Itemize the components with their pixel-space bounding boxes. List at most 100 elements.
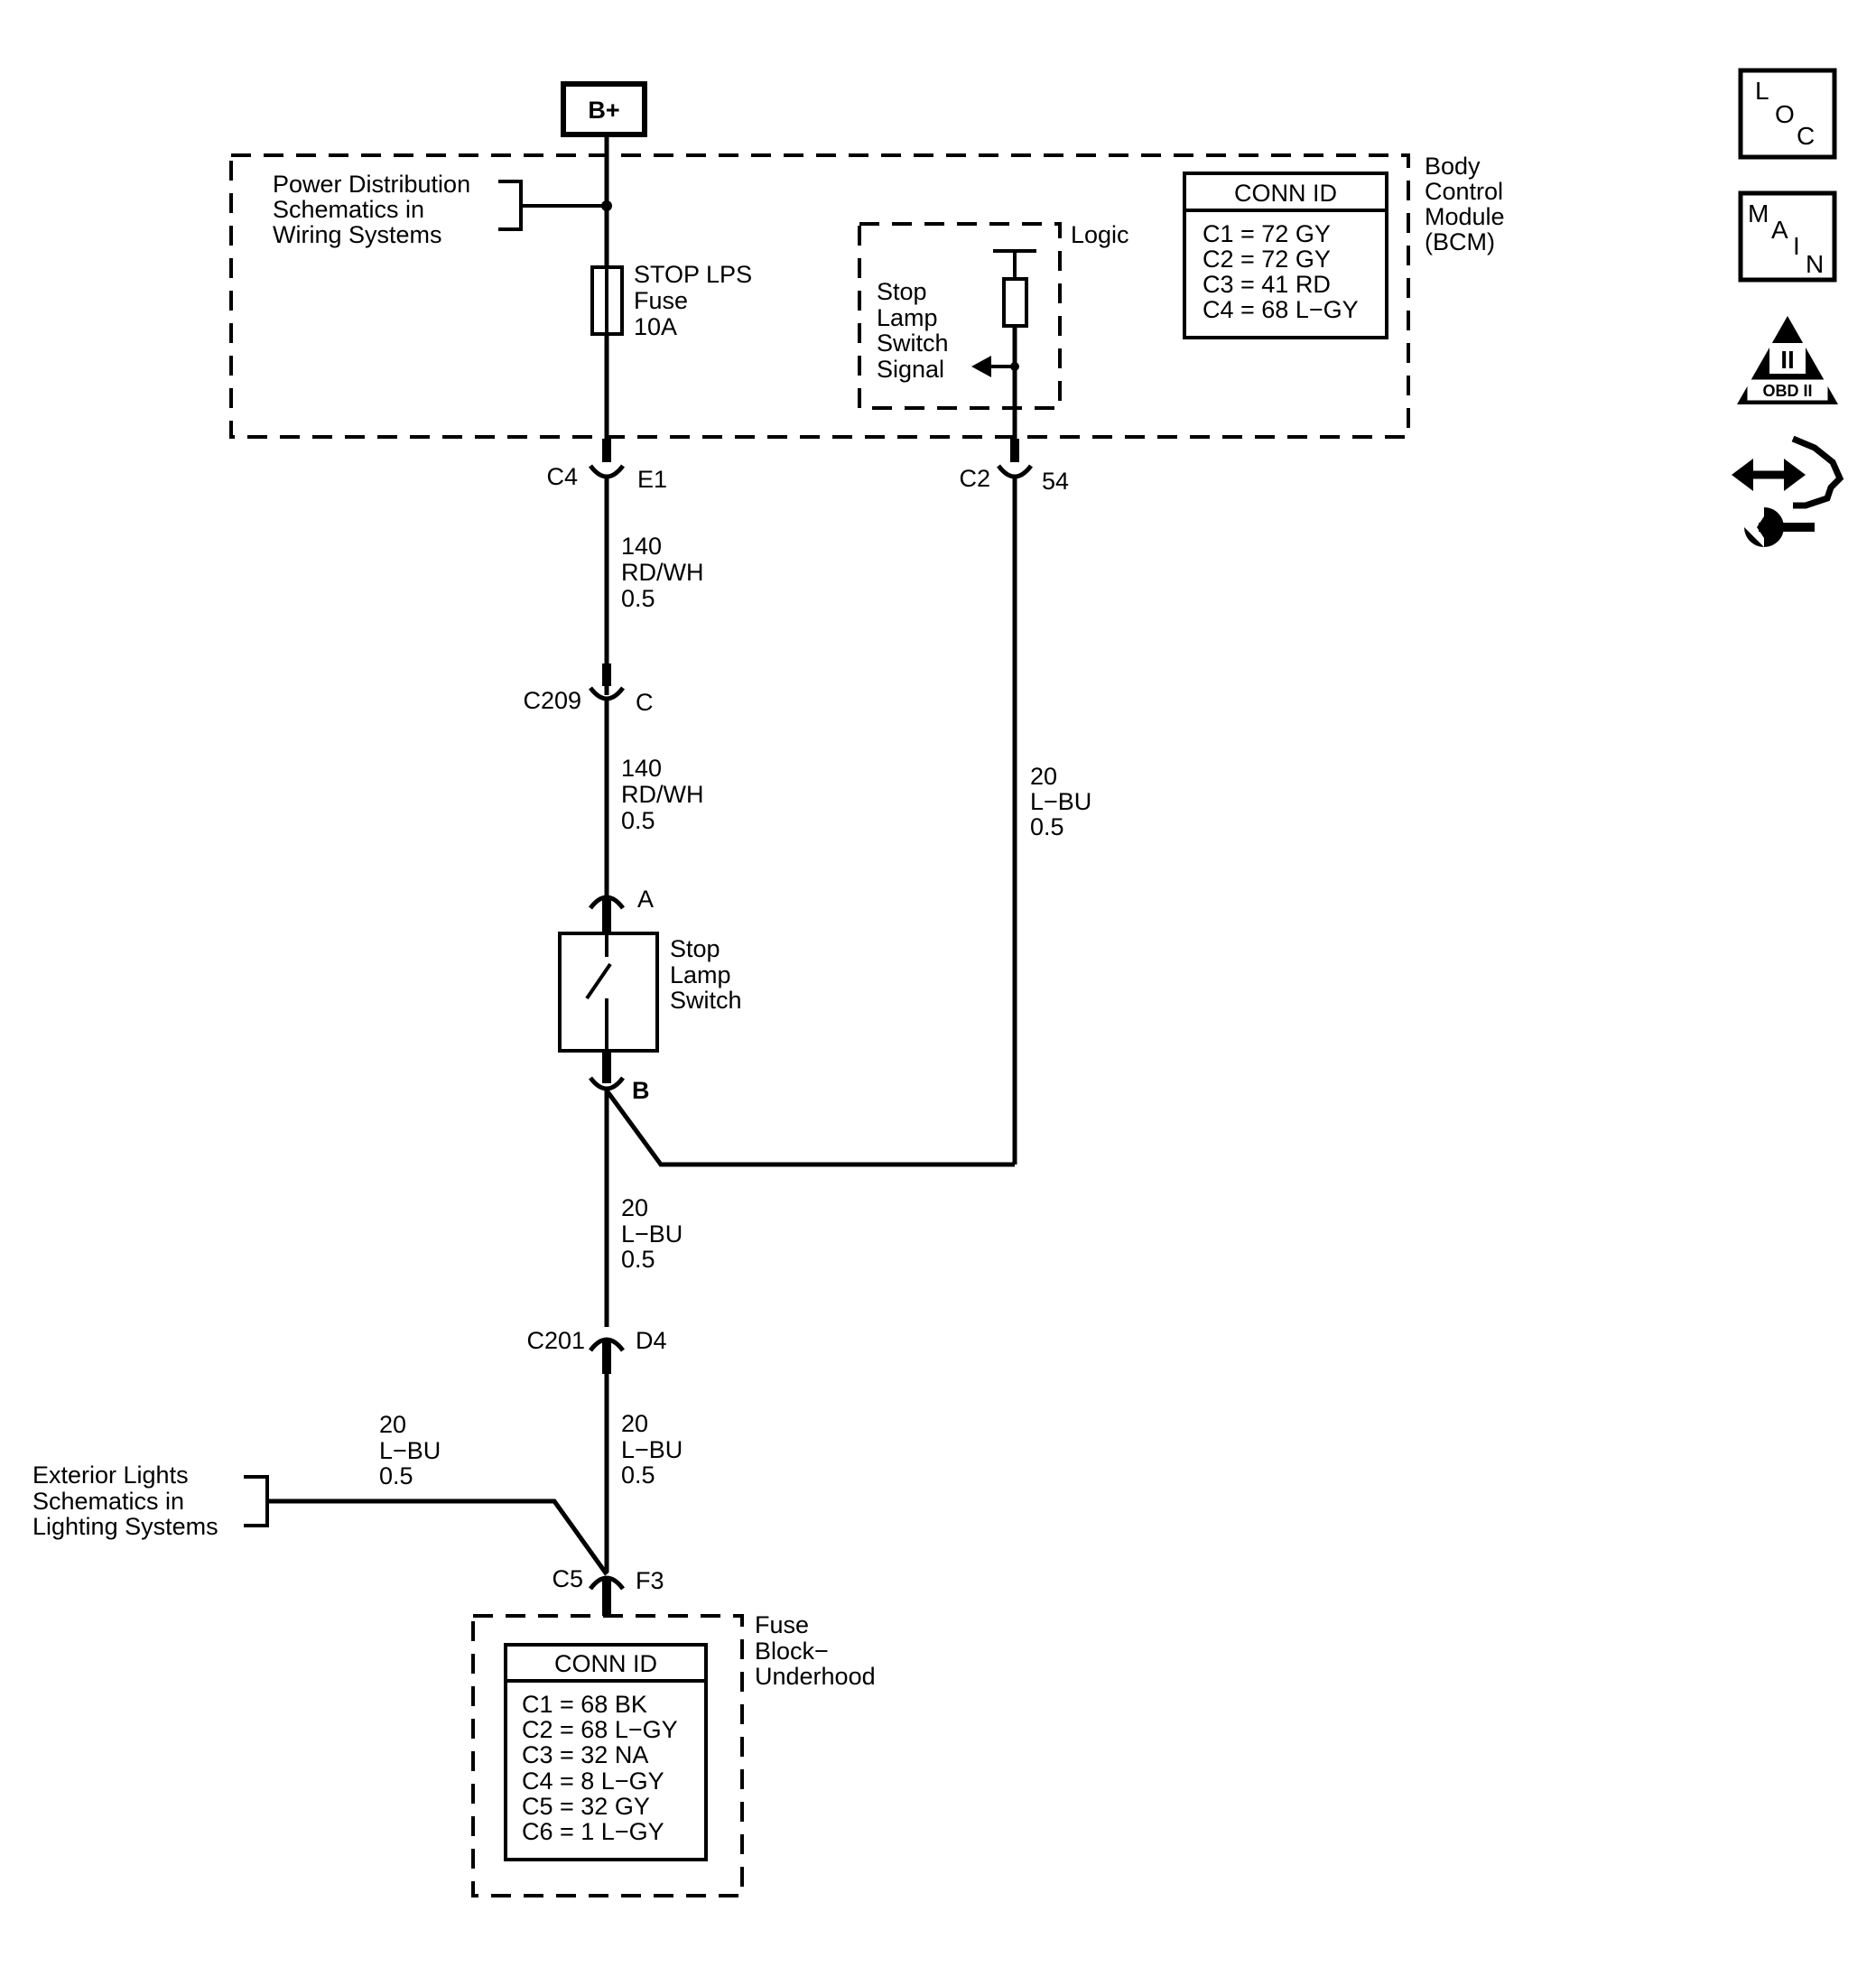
fuse-block-conn-id-row: C5 = 32 GY <box>522 1793 650 1820</box>
obd-numeral: II <box>1780 346 1795 374</box>
fuse-block-conn-id-row: C3 = 32 NA <box>522 1741 648 1768</box>
connector-name: C201 <box>526 1327 585 1354</box>
loc-icon[interactable]: L O C <box>1738 68 1837 160</box>
fuse-block-name: Fuse Block− Underhood <box>755 1611 876 1690</box>
connector-name: C2 <box>959 465 990 492</box>
wire-size: 0.5 <box>621 1461 655 1489</box>
bcm-name: Body Control Module (BCM) <box>1425 153 1505 255</box>
wire-size: 0.5 <box>379 1462 413 1489</box>
loc-letter: O <box>1775 100 1795 128</box>
battery-label: B+ <box>588 97 619 124</box>
switch-pin-b: B <box>632 1077 650 1104</box>
loc-letter: L <box>1755 77 1769 105</box>
wire-color: L−BU <box>621 1220 683 1248</box>
wire-label-w5: 20 L−BU 0.5 <box>379 1411 441 1489</box>
connector-name: C5 <box>552 1565 583 1592</box>
wire-color: L−BU <box>621 1436 683 1463</box>
power-dist-ref-line: Schematics in <box>273 196 424 223</box>
switch-label-line: Switch <box>670 987 742 1014</box>
power-dist-ref-line: Wiring Systems <box>273 221 442 248</box>
fuse-block-conn-id-row: C6 = 1 L−GY <box>522 1818 664 1845</box>
loc-letter: C <box>1797 122 1815 150</box>
wire-label-w2: 140 RD/WH 0.5 <box>621 755 703 834</box>
wire-color: L−BU <box>1030 788 1091 815</box>
bcm-conn-id-row: C1 = 72 GY <box>1203 220 1331 247</box>
wire-size: 0.5 <box>621 1246 655 1273</box>
wire-label-w6: 20 L−BU 0.5 <box>621 1410 683 1489</box>
stop-lps-fuse: STOP LPS Fuse 10A <box>590 261 752 340</box>
wire-circuit: 20 <box>621 1194 648 1221</box>
wrench-arrows-icon[interactable] <box>1732 435 1844 547</box>
wire-size: 0.5 <box>621 807 655 834</box>
main-letter: A <box>1771 216 1788 244</box>
bcm-name-line: Module <box>1425 203 1505 230</box>
splice-wire-to-bcm <box>604 1089 1015 1167</box>
wire-color: RD/WH <box>621 559 703 586</box>
signal-arrow-icon <box>971 356 991 377</box>
fuse-label-line: 10A <box>634 313 677 340</box>
connector-c5-f3: C5 F3 <box>552 1565 664 1616</box>
exterior-lights-ref-line: Lighting Systems <box>33 1513 218 1540</box>
main-letter: M <box>1748 199 1769 227</box>
logic-signal-line: Switch <box>877 329 949 357</box>
connector-pin: C <box>636 689 654 716</box>
bcm-conn-id-title: CONN ID <box>1234 180 1337 207</box>
fuse-block-name-line: Fuse <box>755 1611 809 1638</box>
main-icon[interactable]: M A I N <box>1738 190 1837 283</box>
wire-color: RD/WH <box>621 781 703 808</box>
battery-terminal: B+ <box>561 81 647 137</box>
wire-label-w1: 140 RD/WH 0.5 <box>621 533 703 612</box>
obd-ii-icon[interactable]: II OBD II <box>1737 316 1838 404</box>
fuse-block-name-line: Block− <box>755 1638 829 1665</box>
wire-circuit: 20 <box>621 1410 648 1437</box>
fuse-block-conn-id-row: C4 = 8 L−GY <box>522 1768 664 1795</box>
stop-lamp-switch: A Stop Lamp Switch B <box>558 886 742 1104</box>
wire-size: 0.5 <box>621 585 655 612</box>
bcm-name-line: (BCM) <box>1425 228 1495 255</box>
fuse-block-conn-id-row: C1 = 68 BK <box>522 1691 647 1718</box>
logic-signal-line: Lamp <box>877 304 938 331</box>
exterior-lights-reference: Exterior Lights Schematics in Lighting S… <box>33 1461 609 1576</box>
switch-label-line: Lamp <box>670 961 731 988</box>
connector-pin: E1 <box>637 466 667 493</box>
bcm-conn-id-row: C3 = 41 RD <box>1203 271 1331 298</box>
fuse-block-name-line: Underhood <box>755 1663 876 1690</box>
power-dist-ref-line: Power Distribution <box>273 171 470 198</box>
fuse-block-conn-id-title: CONN ID <box>554 1650 657 1677</box>
exterior-lights-ref-line: Exterior Lights <box>33 1461 189 1489</box>
bcm-module-outline <box>229 153 1410 439</box>
wire-color: L−BU <box>379 1437 441 1464</box>
wire-circuit: 20 <box>379 1411 406 1438</box>
connector-pin: D4 <box>636 1327 667 1354</box>
wire-circuit: 140 <box>621 755 662 782</box>
connector-c4-e1: C4 E1 <box>546 439 667 695</box>
bcm-conn-id-table: CONN ID C1 = 72 GY C2 = 72 GY C3 = 41 RD… <box>1183 172 1388 339</box>
wire-label-w4: 20 L−BU 0.5 <box>621 1194 683 1273</box>
wire-circuit: 20 <box>1030 763 1057 790</box>
switch-pin-a: A <box>637 886 654 913</box>
wire-label-w3: 20 L−BU 0.5 <box>1030 763 1091 840</box>
connector-c201-d4: C201 D4 <box>526 1327 667 1573</box>
main-letter: I <box>1793 232 1800 260</box>
power-distribution-reference: Power Distribution Schematics in Wiring … <box>273 171 612 248</box>
wire-circuit: 140 <box>621 533 662 560</box>
exterior-lights-ref-line: Schematics in <box>33 1488 184 1515</box>
obd-caption: OBD II <box>1762 382 1812 400</box>
fuse-block-conn-id-row: C2 = 68 L−GY <box>522 1716 678 1743</box>
connector-name: C209 <box>523 687 581 714</box>
bcm-conn-id-row: C2 = 72 GY <box>1203 246 1331 273</box>
logic-signal-line: Signal <box>877 356 944 383</box>
fuse-label-line: STOP LPS <box>634 261 752 288</box>
bcm-conn-id-row: C4 = 68 L−GY <box>1203 296 1359 323</box>
logic-label: Logic <box>1071 221 1129 248</box>
fuse-label-line: Fuse <box>634 287 688 314</box>
fuse-block-conn-id-table: CONN ID C1 = 68 BK C2 = 68 L−GY C3 = 32 … <box>504 1643 708 1861</box>
connector-name: C4 <box>546 463 578 490</box>
fuse-block-outline <box>471 1614 744 1897</box>
switch-label-line: Stop <box>670 935 720 962</box>
connector-pin: F3 <box>636 1567 664 1594</box>
bcm-name-line: Body <box>1425 153 1481 180</box>
connector-c2-54: C2 54 <box>959 439 1069 1164</box>
logic-block: Logic Stop Lamp Switch Signal <box>858 221 1129 441</box>
